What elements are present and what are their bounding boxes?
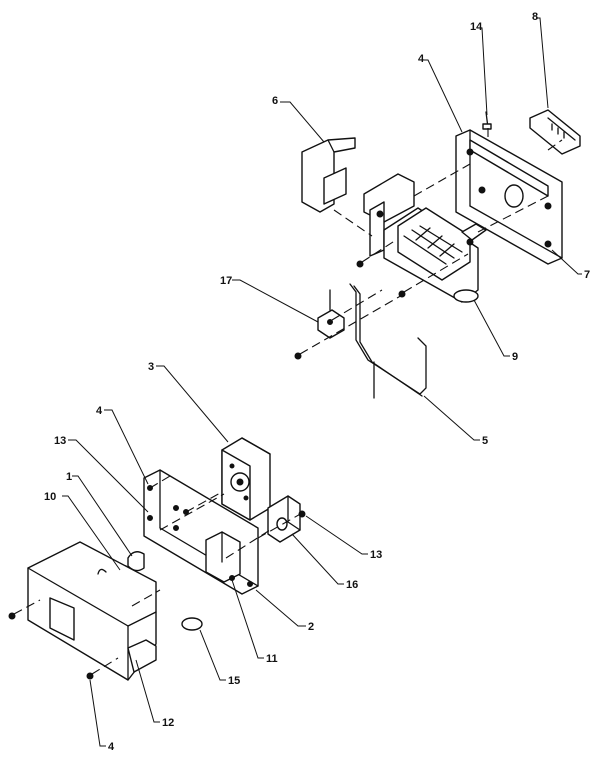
callout-9: 9 <box>512 351 518 363</box>
leader-lines <box>62 17 582 747</box>
callout-6: 6 <box>272 95 278 107</box>
part-9-mold <box>363 173 487 303</box>
callout-10: 10 <box>44 491 56 503</box>
part-11-switch <box>205 531 241 583</box>
callout-16: 16 <box>346 579 358 591</box>
screw-upper-left <box>356 260 364 268</box>
part-8-clip <box>529 109 581 155</box>
callout-17: 17 <box>220 275 232 287</box>
screw-4-bottom <box>86 672 94 680</box>
part-14-screw <box>482 111 492 130</box>
part-7-housing <box>455 129 563 265</box>
callout-13-left: 13 <box>54 435 66 447</box>
screw-17 <box>294 352 302 360</box>
callout-15: 15 <box>228 675 240 687</box>
screw-4-left <box>8 612 16 620</box>
callout-4-upper: 4 <box>418 53 425 65</box>
alignment-lines-upper <box>299 128 563 355</box>
callout-13-right: 13 <box>370 549 382 561</box>
part-12-cover <box>27 541 157 681</box>
callout-1: 1 <box>66 471 72 483</box>
alignment-lines-lower <box>13 475 305 675</box>
part-16-thermostat <box>267 495 301 543</box>
callout-7: 7 <box>584 269 590 281</box>
callout-2: 2 <box>308 621 314 633</box>
callout-5: 5 <box>482 435 488 447</box>
callout-8: 8 <box>532 11 538 23</box>
callout-14: 14 <box>470 21 483 33</box>
callout-12: 12 <box>162 717 174 729</box>
callout-11: 11 <box>266 653 278 665</box>
part-6-plate <box>301 137 356 213</box>
part-5-wire-arm <box>349 283 427 399</box>
callout-labels: 14 8 4 6 7 17 9 5 3 4 13 1 10 13 16 2 11… <box>44 11 590 753</box>
callout-4-middle: 4 <box>96 405 103 417</box>
part-3-motor <box>221 437 271 521</box>
callout-3: 3 <box>148 361 154 373</box>
callout-4-bottom: 4 <box>108 741 115 753</box>
screw-13-right <box>298 510 306 518</box>
part-15-ring <box>181 617 203 631</box>
